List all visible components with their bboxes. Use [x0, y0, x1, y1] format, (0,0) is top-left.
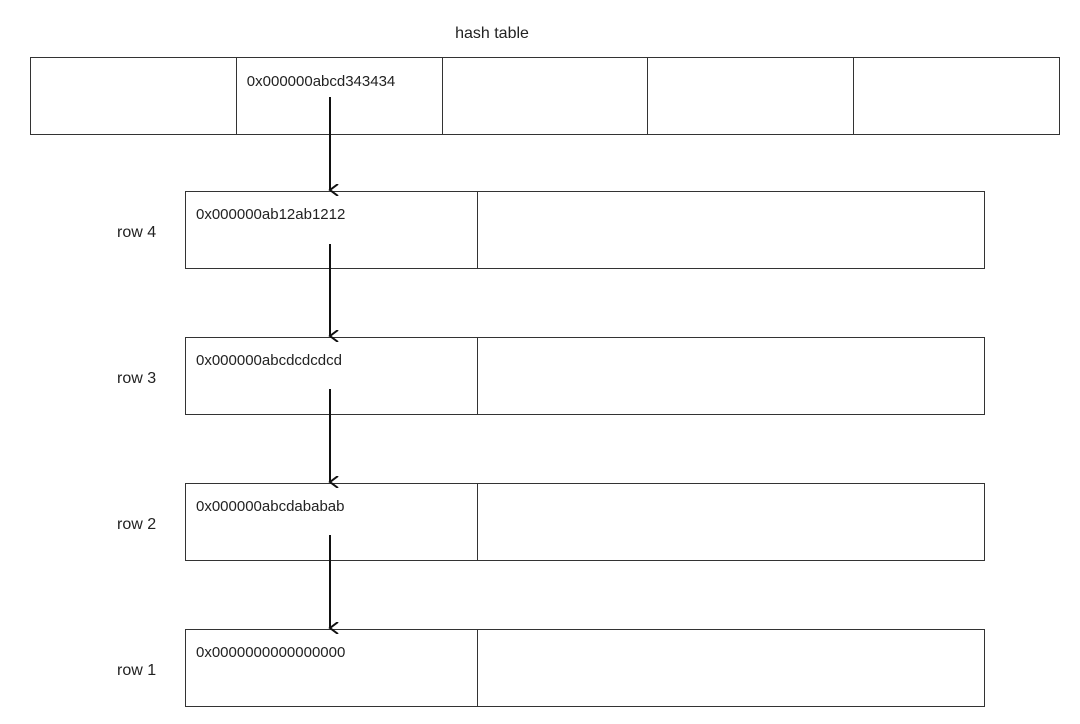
row-address-text: 0x0000000000000000	[196, 644, 346, 661]
row-label: row 3	[117, 370, 157, 387]
row-label: row 1	[117, 662, 157, 679]
row-address-cell: 0x0000000000000000	[186, 630, 478, 706]
hash-table-cell-text: 0x000000abcd343434	[246, 73, 396, 90]
row-address-text: 0x000000abcdababab	[196, 498, 345, 515]
row-box: 0x000000ab12ab1212	[185, 191, 985, 269]
hash-table-cell	[31, 58, 237, 134]
hash-table: 0x000000abcd343434	[30, 57, 1060, 135]
hash-table-cell: 0x000000abcd343434	[237, 58, 443, 134]
row-address-cell: 0x000000abcdababab	[186, 484, 478, 560]
row-box: 0x000000abcdababab	[185, 483, 985, 561]
hash-table-cell	[443, 58, 649, 134]
row-address-cell: 0x000000ab12ab1212	[186, 192, 478, 268]
row-address-text: 0x000000abcdcdcdcd	[196, 352, 342, 369]
row-label: row 4	[117, 224, 157, 241]
row-label: row 2	[117, 516, 157, 533]
row-address-cell: 0x000000abcdcdcdcd	[186, 338, 478, 414]
diagram-title: hash table	[455, 25, 529, 42]
row-box: 0x000000abcdcdcdcd	[185, 337, 985, 415]
hash-table-cell	[648, 58, 855, 134]
row-box: 0x0000000000000000	[185, 629, 985, 707]
row-address-text: 0x000000ab12ab1212	[196, 206, 346, 223]
